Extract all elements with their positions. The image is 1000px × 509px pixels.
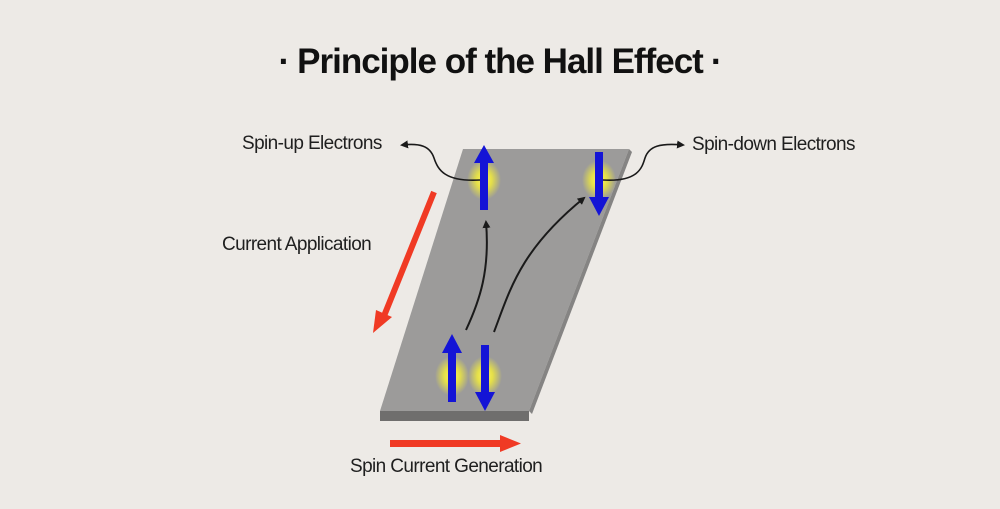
title-right-dot: · [710, 42, 723, 81]
title-left-dot: · [278, 42, 290, 81]
slab-top-face [380, 149, 629, 411]
material-slab [380, 149, 632, 421]
label-pointers [400, 140, 685, 181]
current-application-arrow [373, 190, 437, 333]
slab-front-edge [380, 411, 529, 421]
spin-up-arrow-top [474, 145, 494, 210]
slab-side-edge [529, 149, 632, 414]
electron-paths [465, 196, 586, 333]
diagram-title: ·Principle of the Hall Effect· [0, 44, 1000, 79]
spin-arrows [442, 145, 609, 411]
spin-up-arrow-bottom [442, 334, 462, 402]
label-spin-down-electrons: Spin-down Electrons [692, 134, 855, 155]
spin-down-pointer-arrow [602, 140, 685, 181]
label-spin-up-electrons: Spin-up Electrons [242, 133, 382, 154]
spin-down-arrow-bottom [475, 345, 495, 411]
spin-down-arrow-top [589, 152, 609, 216]
spin-current-arrow [390, 435, 521, 452]
spin-up-path-arrow [465, 220, 491, 331]
label-spin-current-generation: Spin Current Generation [350, 456, 543, 477]
label-current-application: Current Application [222, 234, 372, 255]
spin-up-pointer-arrow [400, 140, 481, 181]
title-text: Principle of the Hall Effect [297, 42, 704, 81]
spin-down-path-arrow [493, 196, 586, 333]
